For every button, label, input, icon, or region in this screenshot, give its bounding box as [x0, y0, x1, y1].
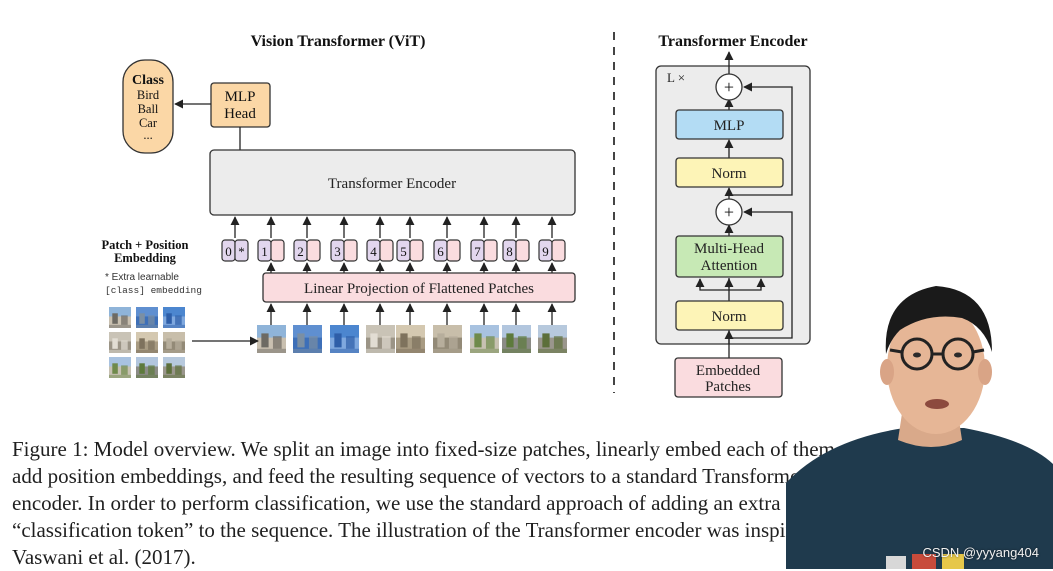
image-patch	[109, 357, 131, 378]
class-item-car: Car	[139, 116, 158, 130]
norm-bottom-box	[675, 300, 784, 331]
transformer-encoder-label: Transformer Encoder	[328, 176, 456, 192]
position-index: 3	[334, 244, 341, 259]
patch-thumbnail	[293, 325, 322, 353]
patch-embedding	[446, 239, 461, 262]
image-patch	[136, 307, 158, 328]
embedded-patches-label-1: Embedded	[696, 363, 761, 379]
token-3: 3	[330, 216, 358, 273]
patch-thumbnail	[366, 325, 395, 353]
patch-embed-label-2: Embedding	[114, 251, 177, 265]
position-index: 4	[370, 244, 377, 259]
repeat-label: L ×	[667, 70, 685, 85]
norm-top-box	[675, 157, 784, 188]
presenter-video-overlay	[786, 268, 1053, 569]
transformer-encoder-box	[209, 149, 576, 216]
attention-box	[675, 235, 784, 278]
position-index: 0	[225, 244, 232, 259]
image-patch	[136, 357, 158, 378]
caption-line: add position embeddings, and feed the re…	[12, 464, 807, 488]
position-index: 1	[261, 244, 268, 259]
token-6: 6	[433, 216, 461, 273]
patch-embed-label-1: Patch + Position	[102, 238, 189, 252]
class-item-more: ...	[143, 128, 152, 142]
position-index: 5	[400, 244, 407, 259]
residual-connection-2	[729, 82, 793, 196]
token-5: 5	[396, 216, 424, 273]
class-item-bird: Bird	[137, 88, 160, 102]
vit-title: Vision Transformer (ViT)	[251, 33, 426, 50]
position-index: 8	[506, 244, 513, 259]
class-box	[122, 59, 174, 154]
token-4: 4	[366, 216, 394, 273]
patch-embedding	[379, 239, 394, 262]
patch-thumbnail	[257, 325, 286, 353]
norm-top-label: Norm	[712, 166, 747, 182]
class-item-ball: Ball	[138, 102, 159, 116]
attention-label-2: Attention	[701, 258, 758, 274]
position-index: 7	[474, 244, 481, 259]
caption-line: Vaswani et al. (2017).	[12, 545, 196, 569]
token-2: 2	[293, 216, 321, 273]
token-9: 9	[538, 216, 566, 273]
add-symbol-top: +	[724, 77, 734, 97]
position-index: 9	[542, 244, 549, 259]
residual-connection-1	[729, 207, 793, 339]
caption-line: “classification token” to the sequence. …	[12, 518, 839, 542]
embedded-patches-label-2: Patches	[705, 379, 751, 395]
add-symbol-bottom: +	[724, 202, 734, 222]
patch-embedding	[270, 239, 285, 262]
figure-caption: Figure 1: Model overview. We split an im…	[12, 436, 1042, 571]
position-index: 6	[437, 244, 444, 259]
patch-embedding	[306, 239, 321, 262]
image-patch	[163, 332, 185, 353]
patch-embedding	[515, 239, 530, 262]
extra-learnable-1: * Extra learnable	[105, 272, 179, 283]
patch-thumbnail	[433, 325, 462, 353]
patch-thumbnail	[502, 325, 531, 353]
class-heading: Class	[132, 73, 164, 88]
embedded-patches-box	[674, 357, 783, 398]
class-token-embedding	[234, 239, 249, 262]
patch-thumbnail	[538, 325, 567, 353]
linear-projection-box	[262, 272, 576, 303]
patch-thumbnail	[396, 325, 425, 353]
image-patch	[136, 332, 158, 353]
patch-embedding	[343, 239, 358, 262]
linear-projection-label: Linear Projection of Flattened Patches	[304, 281, 534, 297]
mlp-head-line2: Head	[224, 106, 256, 122]
image-patch	[109, 307, 131, 328]
caption-line: encoder. In order to perform classificat…	[12, 491, 863, 515]
extra-learnable-2: [class] embedding	[105, 285, 202, 296]
watermark: CSDN @yyyang404	[922, 545, 1039, 560]
class-token-mark: *	[238, 244, 245, 259]
token-0: 0*	[221, 216, 249, 262]
patch-embedding	[409, 239, 424, 262]
caption-line: Figure 1: Model overview. We split an im…	[12, 437, 841, 461]
image-patch	[109, 332, 131, 353]
patch-embedding	[483, 239, 498, 262]
add-circle-bottom	[715, 198, 743, 226]
encoder-title: Transformer Encoder	[658, 33, 807, 50]
attention-label-1: Multi-Head	[694, 241, 764, 257]
mlp-box	[675, 109, 784, 140]
token-7: 7	[470, 216, 498, 273]
image-patch	[163, 357, 185, 378]
patch-thumbnail	[330, 325, 359, 353]
mlp-label: MLP	[714, 118, 745, 134]
norm-bottom-label: Norm	[712, 309, 747, 325]
token-1: 1	[257, 216, 285, 273]
position-index: 2	[297, 244, 304, 259]
patch-embedding	[551, 239, 566, 262]
image-patch	[163, 307, 185, 328]
mlp-head-line1: MLP	[225, 89, 256, 105]
token-8: 8	[502, 216, 530, 273]
add-circle-top	[715, 73, 743, 101]
input-image-grid	[109, 307, 185, 378]
flattened-patches-row	[257, 303, 567, 353]
patch-thumbnail	[470, 325, 499, 353]
